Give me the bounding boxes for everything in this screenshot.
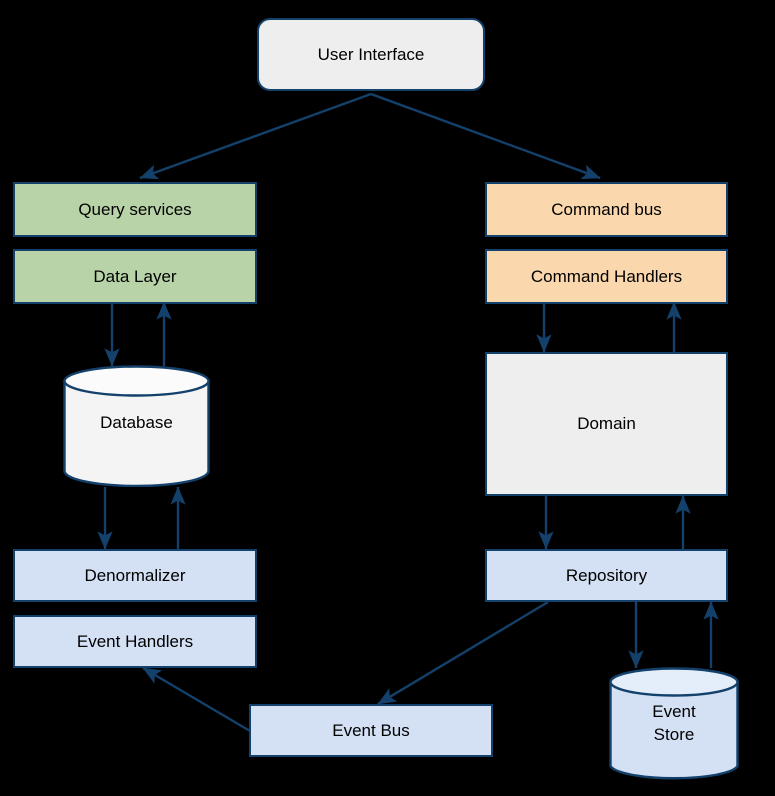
node-denormalizer-label: Denormalizer <box>84 565 186 585</box>
node-domain-label: Domain <box>577 414 636 434</box>
edge-event-bus-to-event-handlers <box>142 666 251 733</box>
edge-ui-to-query-services <box>139 92 372 180</box>
event-store-cylinder-icon <box>609 667 739 780</box>
node-data-layer-label: Data Layer <box>93 266 177 286</box>
node-data-layer[interactable]: Data Layer <box>13 249 257 304</box>
node-command-bus[interactable]: Command bus <box>485 182 728 237</box>
node-event-handlers[interactable]: Event Handlers <box>13 615 257 668</box>
node-repository[interactable]: Repository <box>485 549 728 602</box>
node-event-store[interactable]: Event Store <box>609 667 739 781</box>
node-command-handlers[interactable]: Command Handlers <box>485 249 728 304</box>
edge-repository-to-event-bus <box>377 600 549 706</box>
node-domain[interactable]: Domain <box>485 352 728 496</box>
node-denormalizer[interactable]: Denormalizer <box>13 549 257 602</box>
node-database[interactable]: Database <box>63 365 210 488</box>
database-cylinder-icon <box>63 365 210 488</box>
node-event-bus[interactable]: Event Bus <box>249 704 493 757</box>
node-command-handlers-label: Command Handlers <box>530 266 683 286</box>
edge-ui-to-command-bus <box>370 92 601 180</box>
node-query-services-label: Query services <box>78 199 192 219</box>
node-event-bus-label: Event Bus <box>332 720 410 740</box>
node-user-interface[interactable]: User Interface <box>257 18 485 91</box>
node-query-services[interactable]: Query services <box>13 182 257 237</box>
node-command-bus-label: Command bus <box>551 199 662 219</box>
node-event-handlers-label: Event Handlers <box>76 631 194 651</box>
node-user-interface-label: User Interface <box>317 44 425 64</box>
node-repository-label: Repository <box>565 565 648 585</box>
